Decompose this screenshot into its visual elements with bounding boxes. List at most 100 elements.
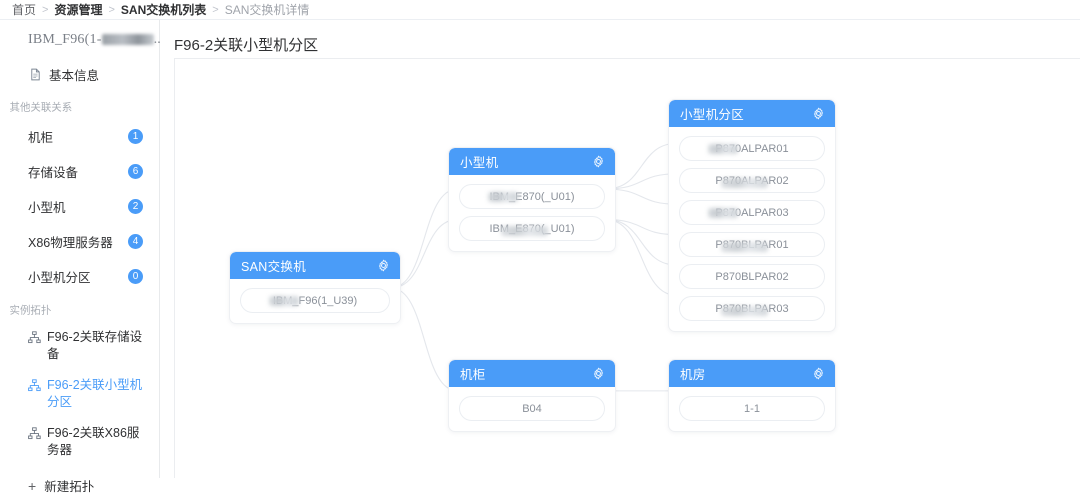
topology-group-header: 机房 (669, 360, 835, 387)
topology-group-body: B04 (449, 387, 615, 431)
topology-node[interactable]: P870BLPAR01 (679, 232, 825, 257)
topology-group-title: 小型机 (460, 156, 499, 170)
breadcrumb-separator-icon: > (42, 3, 49, 16)
redacted-overlay (721, 306, 768, 316)
sidebar-item-basic-info[interactable]: 基本信息 (0, 58, 159, 91)
topology-group-body: P870ALPAR01P870ALPAR02P870ALPAR03P870BLP… (669, 127, 835, 331)
sidebar-item-badge: 6 (128, 164, 143, 179)
sidebar-item-label: 基本信息 (49, 69, 100, 83)
breadcrumb-item-home[interactable]: 首页 (12, 3, 37, 17)
topology-node[interactable]: P870ALPAR03 (679, 200, 825, 225)
topology-group-header: 小型机分区 (669, 100, 835, 127)
redacted-overlay (488, 192, 518, 202)
topology-node[interactable]: P870BLPAR03 (679, 296, 825, 321)
sidebar-topology-x86[interactable]: F96-2关联X86服务器 (0, 418, 159, 466)
sitemap-icon (28, 379, 41, 392)
sidebar-item-badge: 2 (128, 199, 143, 214)
sidebar-item-rack[interactable]: 机柜 1 (0, 119, 159, 154)
breadcrumb-item-san-switch-list[interactable]: SAN交换机列表 (120, 3, 207, 17)
topology-group-body: IBM_F96(1_U39) (230, 279, 400, 323)
sitemap-icon (28, 427, 41, 440)
page-body: IBM_F96(1-... 基本信息 其他关联关系 机柜 1 存储设备 6 小型… (0, 20, 1080, 494)
topology-group-header: 机柜 (449, 360, 615, 387)
sidebar-item-label: 存储设备 (28, 166, 79, 180)
topology-group-rack[interactable]: 机柜 B04 (448, 359, 616, 432)
sitemap-icon (28, 331, 41, 344)
breadcrumb-separator-icon: > (212, 3, 219, 16)
sidebar-topology-label: F96-2关联小型机分区 (47, 378, 143, 409)
topology-group-title: 机柜 (460, 368, 486, 382)
redacted-overlay (708, 208, 738, 218)
redacted-overlay (721, 178, 768, 188)
new-topology-label: 新建拓扑 (44, 480, 95, 494)
breadcrumb-item-san-switch-detail: SAN交换机详情 (224, 3, 310, 17)
breadcrumb-item-resource-management[interactable]: 资源管理 (54, 3, 103, 17)
topology-group-header: SAN交换机 (230, 252, 400, 279)
gear-icon[interactable] (592, 367, 605, 380)
gear-icon[interactable] (812, 367, 825, 380)
topology-group-header: 小型机 (449, 148, 615, 175)
sidebar-item-badge: 1 (128, 129, 143, 144)
sidebar-device-title: IBM_F96(1-... (0, 26, 164, 58)
topology-group-title: 小型机分区 (680, 108, 745, 122)
sidebar-item-badge: 0 (128, 269, 143, 284)
sidebar-item-label: 机柜 (28, 131, 54, 145)
sidebar-item-minicomputer[interactable]: 小型机 2 (0, 189, 159, 224)
sidebar-section-topology-header: 实例拓扑 (9, 305, 52, 317)
topology-group-body: IBM_E870(_U01) IBM_E870(_U01) (449, 175, 615, 251)
topology-group-title: SAN交换机 (241, 260, 307, 274)
plus-icon: + (28, 477, 37, 494)
gear-icon[interactable] (592, 155, 605, 168)
sidebar-item-label: 小型机分区 (28, 271, 91, 285)
topology-node[interactable]: IBM_E870(_U01) (459, 184, 605, 209)
sidebar-topology-lpar[interactable]: F96-2关联小型机分区 (0, 370, 159, 418)
sidebar-device-title-text: IBM_F96(1- (28, 32, 102, 47)
gear-icon[interactable] (812, 107, 825, 120)
topology-node-label: P870BLPAR02 (715, 270, 789, 283)
topology-node[interactable]: P870BLPAR02 (679, 264, 825, 289)
redacted-overlay (501, 226, 548, 236)
topology-node-label: 1-1 (744, 402, 760, 415)
sidebar-topology-label: F96-2关联X86服务器 (47, 426, 140, 457)
topology-node[interactable]: B04 (459, 396, 605, 421)
topology-link (605, 218, 678, 236)
topology-group-room[interactable]: 机房 1-1 (668, 359, 836, 432)
sidebar: IBM_F96(1-... 基本信息 其他关联关系 机柜 1 存储设备 6 小型… (0, 20, 164, 494)
redacted-text (101, 34, 154, 46)
topology-canvas[interactable]: SAN交换机IBM_F96(1_U39)小型机IBM_E870(_U01)IBM… (175, 59, 1080, 478)
topology-group-title: 机房 (680, 368, 706, 382)
sidebar-item-label: 小型机 (28, 201, 66, 215)
sidebar-item-label: X86物理服务器 (28, 236, 113, 250)
topology-link (605, 188, 678, 205)
topology-group-san[interactable]: SAN交换机 IBM_F96(1_U39) (229, 251, 401, 324)
redacted-overlay (721, 242, 768, 252)
topology-panel: SAN交换机IBM_F96(1_U39)小型机IBM_E870(_U01)IBM… (174, 58, 1080, 478)
topology-group-minicomputer[interactable]: 小型机 IBM_E870(_U01) IBM_E870(_U01) (448, 147, 616, 252)
sidebar-item-x86-server[interactable]: X86物理服务器 4 (0, 224, 159, 259)
topology-node[interactable]: IBM_F96(1_U39) (240, 288, 390, 313)
sidebar-device-title-ellipsis: ... (154, 32, 165, 47)
topology-node-label: B04 (522, 402, 542, 415)
sidebar-topology-storage[interactable]: F96-2关联存储设备 (0, 322, 159, 370)
breadcrumb-separator-icon: > (108, 3, 115, 16)
new-topology-button[interactable]: + 新建拓扑 (0, 466, 159, 502)
topology-group-lpar[interactable]: 小型机分区P870ALPAR01P870ALPAR02P870ALPAR03P8… (668, 99, 836, 332)
topology-node[interactable]: P870ALPAR01 (679, 136, 825, 161)
content-area: F96-2关联小型机分区 SAN交换机 IBM_F96(1_U39) 小型机 IBM_… (160, 20, 1080, 478)
gear-icon[interactable] (377, 259, 390, 272)
topology-node[interactable]: IBM_E870(_U01) (459, 216, 605, 241)
topology-link (605, 218, 678, 297)
topology-link (605, 173, 678, 190)
breadcrumb: 首页 > 资源管理 > SAN交换机列表 > SAN交换机详情 (0, 0, 1080, 20)
sidebar-item-badge: 4 (128, 234, 143, 249)
sidebar-item-lpar[interactable]: 小型机分区 0 (0, 259, 159, 294)
sidebar-section-relations-header: 其他关联关系 (9, 102, 73, 114)
page-title: F96-2关联小型机分区 (174, 37, 319, 54)
sidebar-topology-label: F96-2关联存储设备 (47, 330, 143, 361)
sidebar-item-storage-device[interactable]: 存储设备 6 (0, 154, 159, 189)
topology-node[interactable]: 1-1 (679, 396, 825, 421)
redacted-overlay (708, 144, 738, 154)
topology-link (605, 142, 678, 190)
document-icon (28, 68, 42, 82)
topology-node[interactable]: P870ALPAR02 (679, 168, 825, 193)
